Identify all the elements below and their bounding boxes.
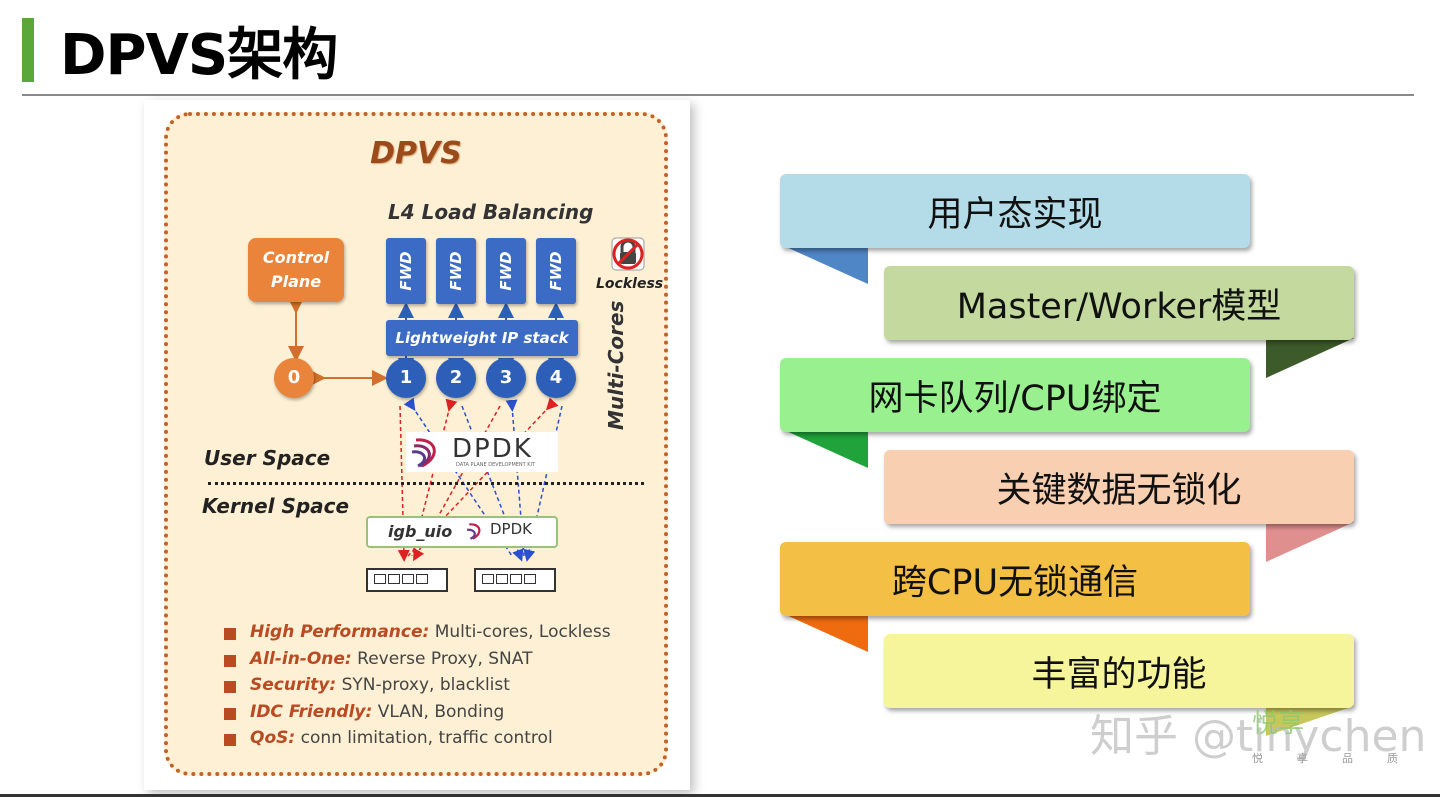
- watermark-text: 知乎 @tinychen: [1090, 711, 1427, 762]
- feature-block-master-worker: Master/Worker模型: [884, 266, 1354, 340]
- feature-block-nic-cpu-binding: 网卡队列/CPU绑定: [780, 358, 1250, 432]
- feature-item: QoS: conn limitation, traffic control: [224, 728, 611, 755]
- kernel-space-label: Kernel Space: [202, 494, 350, 518]
- core-node: 0: [274, 358, 314, 398]
- block-tail: [1266, 338, 1354, 378]
- block-tail: [784, 614, 868, 652]
- feature-block-lockless-data: 关键数据无锁化: [884, 450, 1354, 524]
- core-node: 4: [536, 358, 576, 398]
- fwd-box: FWD: [386, 238, 426, 304]
- block-tail: [784, 246, 868, 284]
- watermark-subtitle: 悦享品质: [1252, 752, 1432, 765]
- feature-list: High Performance: Multi-cores, Lockless …: [224, 622, 611, 755]
- lockless-lock-icon: [611, 237, 645, 271]
- dpdk-swirl-icon: [466, 523, 481, 540]
- user-kernel-divider: [208, 482, 644, 485]
- lockless-label: Lockless: [596, 276, 664, 292]
- feature-block-cross-cpu: 跨CPU无锁通信: [780, 542, 1250, 616]
- block-tail: [1266, 522, 1354, 562]
- fwd-box: FWD: [436, 238, 476, 304]
- feature-item: Security: SYN-proxy, blacklist: [224, 675, 611, 702]
- core-node: 2: [436, 358, 476, 398]
- diagram-title: DPVS: [370, 136, 462, 171]
- diagram-frame: DPVS L4 Load Balancing Control Plane FWD…: [164, 112, 668, 776]
- fwd-box: FWD: [536, 238, 576, 304]
- control-plane-box: Control Plane: [248, 238, 344, 302]
- nic-card-icon: [366, 568, 448, 592]
- block-tail: [784, 430, 868, 468]
- dpdk-logo: DPDK DATA PLANE DEVELOPMENT KIT: [406, 432, 558, 472]
- watermark-brand: 悦享: [1252, 709, 1305, 739]
- core-node: 1: [386, 358, 426, 398]
- feature-block-rich-features: 丰富的功能: [884, 634, 1354, 708]
- feature-item: IDC Friendly: VLAN, Bonding: [224, 702, 611, 729]
- igb-uio-box: igb_uio DPDK: [366, 516, 558, 548]
- bottom-border: [0, 794, 1440, 797]
- l4-load-balancing-label: L4 Load Balancing: [388, 200, 594, 224]
- fwd-box: FWD: [486, 238, 526, 304]
- feature-block-userspace: 用户态实现: [780, 174, 1250, 248]
- core-node: 3: [486, 358, 526, 398]
- block-tail: [1266, 706, 1354, 736]
- user-space-label: User Space: [204, 446, 331, 470]
- dpvs-diagram: DPVS L4 Load Balancing Control Plane FWD…: [144, 100, 690, 790]
- lightweight-ip-stack-box: Lightweight IP stack: [386, 320, 578, 356]
- nic-card-icon: [474, 568, 556, 592]
- igb-dpdk-logo: DPDK: [466, 520, 542, 542]
- multi-cores-label: Multi-Cores: [604, 300, 628, 430]
- title-divider: [22, 94, 1414, 96]
- feature-item: All-in-One: Reverse Proxy, SNAT: [224, 649, 611, 676]
- dpdk-swirl-icon: [411, 438, 436, 468]
- feature-item: High Performance: Multi-cores, Lockless: [224, 622, 611, 649]
- title-accent-bar: [22, 18, 34, 82]
- slide-title: DPVS架构: [60, 23, 338, 88]
